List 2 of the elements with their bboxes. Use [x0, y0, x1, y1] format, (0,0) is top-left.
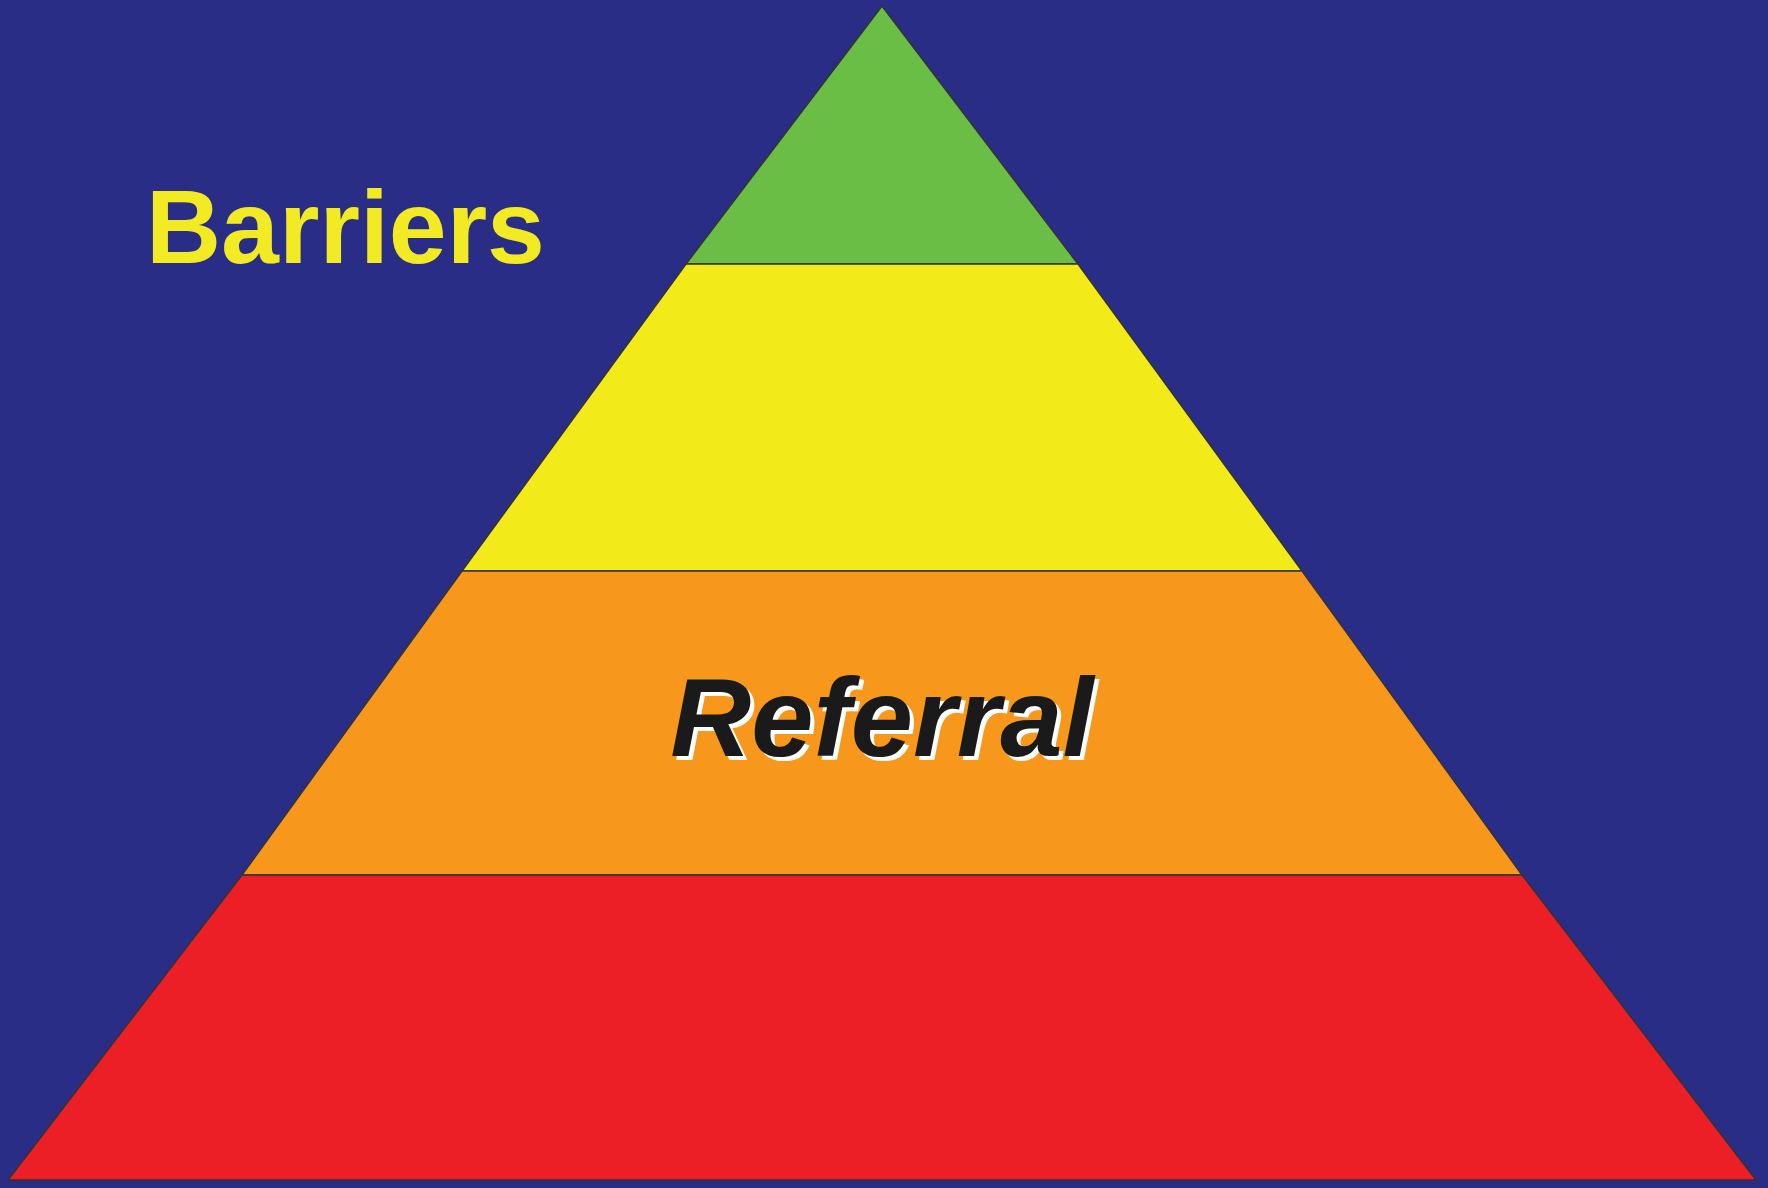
tier-label: Referral [670, 654, 1094, 782]
pyramid-title: Barriers [146, 168, 545, 287]
